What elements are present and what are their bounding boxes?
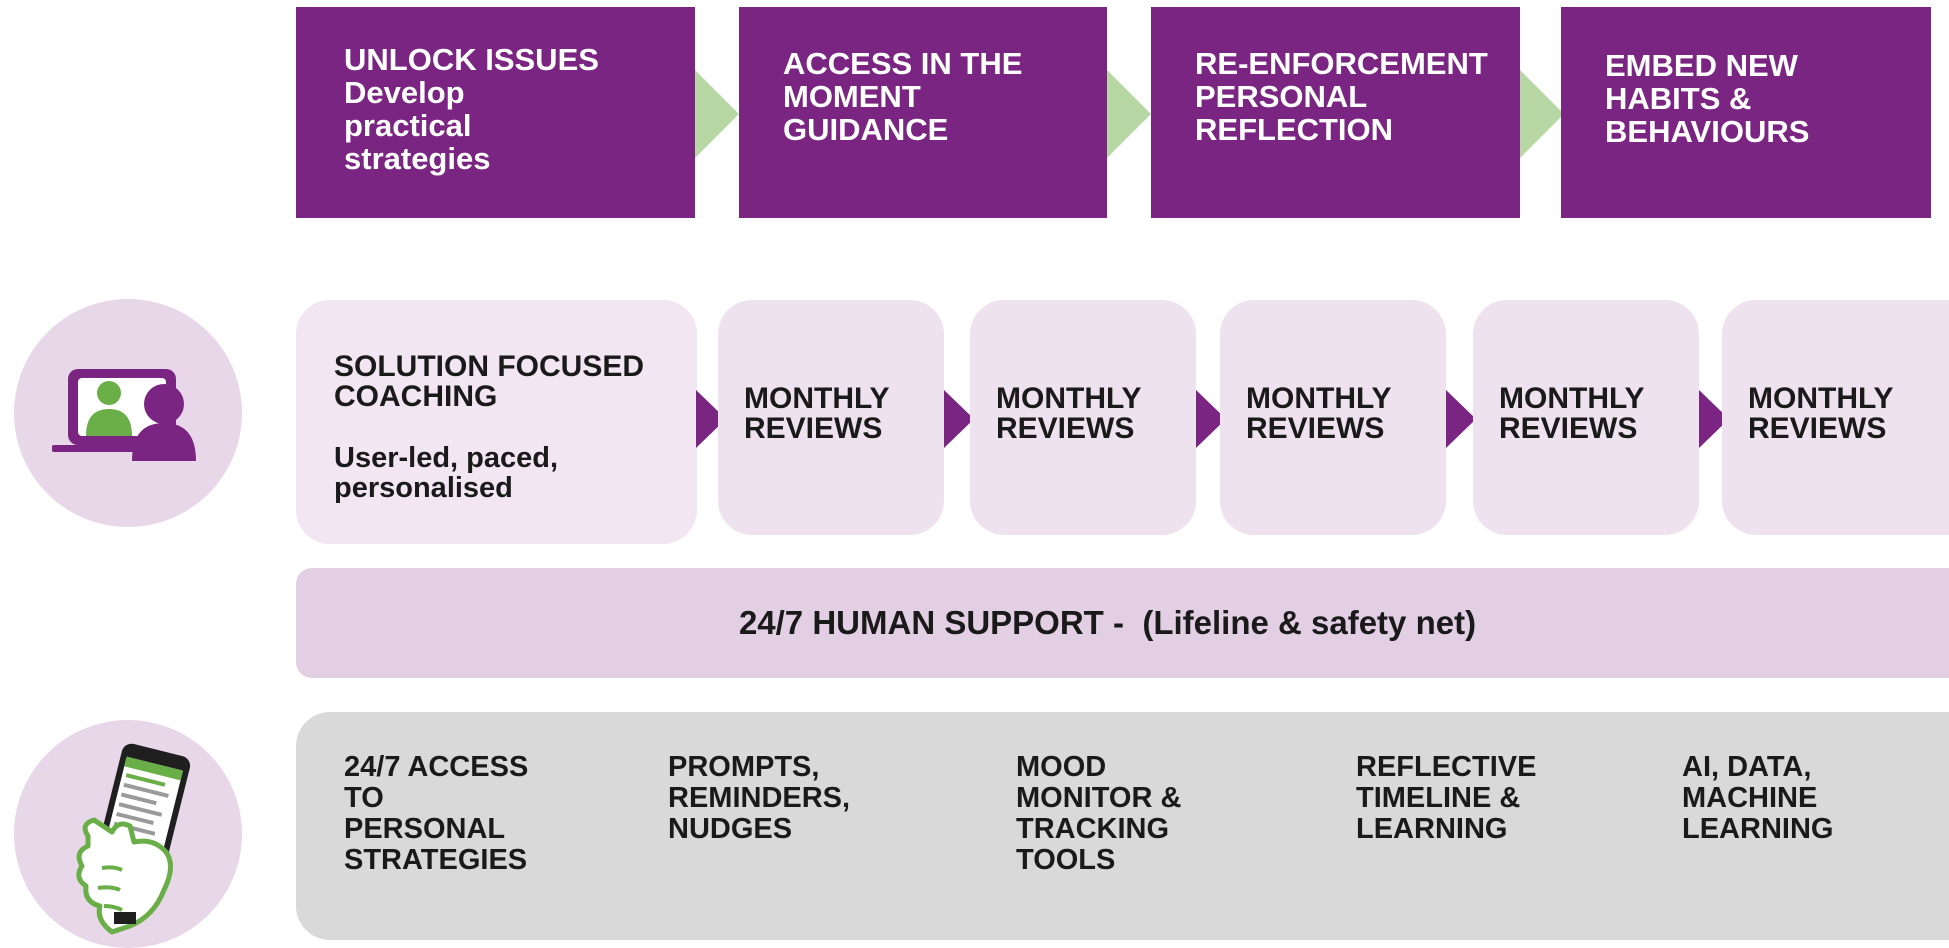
feature-line: STRATEGIES (344, 844, 528, 876)
coaching-subtitle-line: User-led, paced, (334, 442, 559, 474)
stage-embed-habits: EMBED NEW HABITS & BEHAVIOURS (1561, 7, 1931, 218)
review-label-line: REVIEWS (1246, 412, 1385, 445)
review-label-line: MONTHLY (1246, 382, 1392, 415)
stage-arrow (1520, 70, 1564, 158)
review-label-line: REVIEWS (996, 412, 1135, 445)
feature-line: REFLECTIVE (1356, 751, 1537, 783)
feature-line: TO (344, 782, 384, 814)
stage-line: HABITS & (1605, 81, 1752, 116)
stage-reinforcement: RE-ENFORCEMENT PERSONAL REFLECTION (1151, 7, 1520, 218)
feature-prompts-reminders: PROMPTS, REMINDERS, NUDGES (668, 752, 850, 845)
feature-line: PERSONAL (344, 813, 506, 845)
monthly-review-3: MONTHLY REVIEWS (1220, 300, 1446, 535)
feature-line: NUDGES (668, 813, 793, 845)
review-label: MONTHLY REVIEWS (1246, 384, 1392, 444)
stage-line: RE-ENFORCEMENT (1195, 46, 1488, 81)
feature-line: TOOLS (1016, 844, 1116, 876)
feature-line: AI, DATA, (1682, 751, 1812, 783)
stage-line: REFLECTION (1195, 112, 1394, 147)
feature-reflective-timeline: REFLECTIVE TIMELINE & LEARNING (1356, 752, 1536, 845)
human-support-label: 24/7 HUMAN SUPPORT - (Lifeline & safety … (738, 604, 1477, 641)
phone-in-hand-icon (76, 743, 191, 935)
stage-line: EMBED NEW (1605, 48, 1798, 83)
review-label: MONTHLY REVIEWS (1748, 384, 1894, 444)
feature-line: REMINDERS, (668, 782, 851, 814)
review-label-line: MONTHLY (744, 382, 890, 415)
feature-mood-monitor: MOOD MONITOR & TRACKING TOOLS (1016, 752, 1181, 876)
feature-line: MACHINE (1682, 782, 1818, 814)
digital-icon-circle (14, 720, 242, 948)
review-label: MONTHLY REVIEWS (1499, 384, 1645, 444)
monthly-review-4: MONTHLY REVIEWS (1473, 300, 1699, 535)
stage-line: ACCESS IN THE (783, 46, 1023, 81)
feature-line: PROMPTS, (668, 751, 820, 783)
coaching-title-line: SOLUTION FOCUSED (334, 350, 645, 383)
feature-line: LEARNING (1356, 813, 1508, 845)
coaching-title: SOLUTION FOCUSED COACHING (334, 352, 644, 412)
feature-line: MOOD (1016, 751, 1107, 783)
stage-line: strategies (344, 141, 491, 176)
human-support-bar: 24/7 HUMAN SUPPORT - (Lifeline & safety … (296, 568, 1949, 678)
coaching-subtitle-line: personalised (334, 472, 513, 504)
feature-ai-data: AI, DATA, MACHINE LEARNING (1682, 752, 1833, 845)
feature-line: 24/7 ACCESS (344, 751, 529, 783)
review-label-line: REVIEWS (744, 412, 883, 445)
feature-line: TRACKING (1016, 813, 1170, 845)
stage-line: MOMENT (783, 79, 921, 114)
feature-line: LEARNING (1682, 813, 1834, 845)
review-label-line: REVIEWS (1748, 412, 1887, 445)
stage-line: GUIDANCE (783, 112, 949, 147)
stage-line: practical (344, 108, 472, 143)
coaching-panel: SOLUTION FOCUSED COACHING User-led, pace… (296, 300, 697, 544)
review-label: MONTHLY REVIEWS (744, 384, 890, 444)
feature-line: MONITOR & (1016, 782, 1182, 814)
stage-access-guidance: ACCESS IN THE MOMENT GUIDANCE (739, 7, 1107, 218)
stage-line: Develop (344, 75, 465, 110)
coaching-subtitle: User-led, paced, personalised (334, 443, 558, 503)
stage-line: BEHAVIOURS (1605, 114, 1810, 149)
stage-title: UNLOCK ISSUES (344, 42, 599, 77)
monthly-review-1: MONTHLY REVIEWS (718, 300, 944, 535)
feature-line: TIMELINE & (1356, 782, 1521, 814)
video-call-icon (52, 369, 196, 461)
coaching-title-line: COACHING (334, 380, 498, 413)
review-arrow (1446, 390, 1476, 448)
review-label-line: MONTHLY (1499, 382, 1645, 415)
stage-line: PERSONAL (1195, 79, 1368, 114)
feature-personal-strategies: 24/7 ACCESS TO PERSONAL STRATEGIES (344, 752, 528, 876)
review-label: MONTHLY REVIEWS (996, 384, 1142, 444)
monthly-review-5: MONTHLY REVIEWS (1722, 300, 1949, 535)
stage-arrow (1107, 70, 1151, 158)
digital-tools-panel: 24/7 ACCESS TO PERSONAL STRATEGIES PROMP… (296, 712, 1949, 940)
stage-arrow (695, 70, 739, 158)
coaching-icon-circle (14, 299, 242, 527)
review-arrow (944, 390, 974, 448)
review-label-line: MONTHLY (996, 382, 1142, 415)
monthly-review-2: MONTHLY REVIEWS (970, 300, 1196, 535)
stage-unlock-issues: UNLOCK ISSUES Develop practical strategi… (296, 7, 695, 218)
review-label-line: REVIEWS (1499, 412, 1638, 445)
review-label-line: MONTHLY (1748, 382, 1894, 415)
